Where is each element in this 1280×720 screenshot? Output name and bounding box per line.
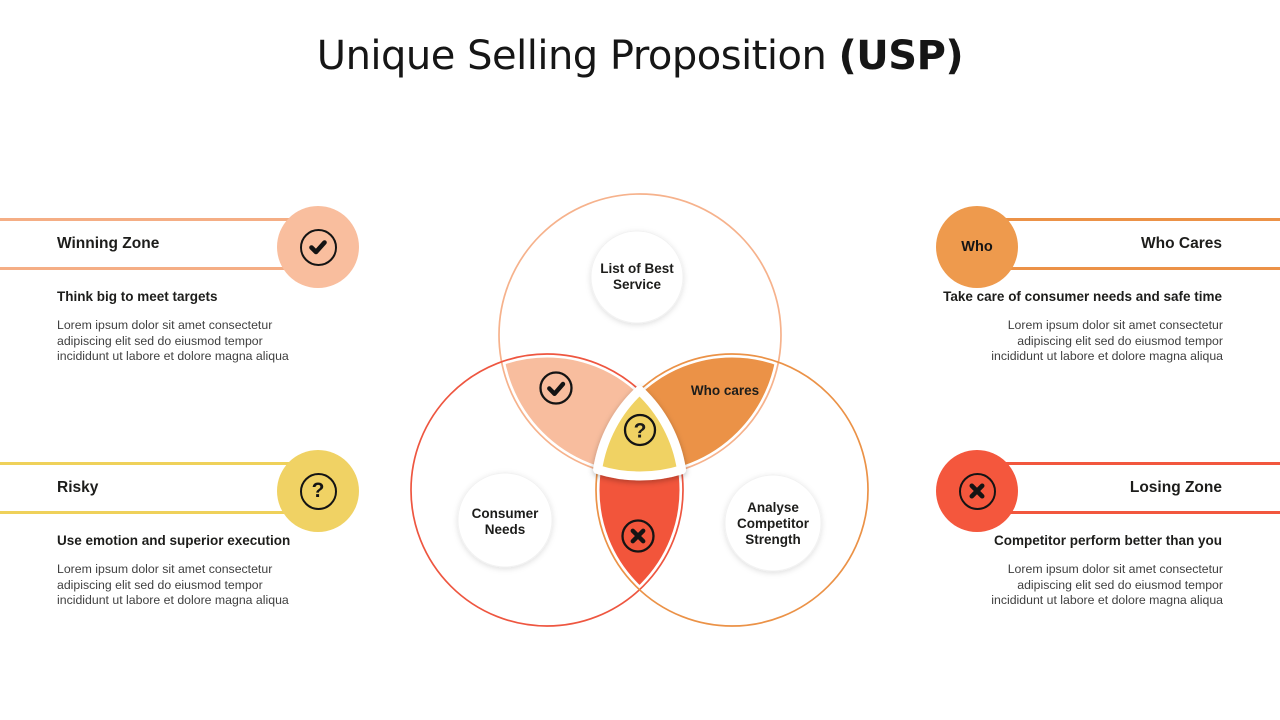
question-icon: ? bbox=[299, 472, 337, 510]
accent-rule-bottom bbox=[975, 267, 1280, 270]
callout-body: Lorem ipsum dolor sit amet consectetur a… bbox=[991, 562, 1223, 609]
body-line: adipiscing elit sed do eiusmod tempor bbox=[57, 333, 263, 348]
cross-icon-glyph bbox=[969, 483, 985, 499]
accent-rule-bottom bbox=[0, 511, 322, 514]
cross-icon bbox=[621, 519, 655, 553]
accent-rule-top bbox=[0, 462, 322, 465]
body-line: adipiscing elit sed do eiusmod tempor bbox=[1017, 333, 1223, 348]
callout-subtitle: Think big to meet targets bbox=[57, 289, 218, 304]
body-line: adipiscing elit sed do eiusmod tempor bbox=[1017, 577, 1223, 592]
callout-title: Risky bbox=[57, 479, 99, 496]
body-line: incididunt ut labore et dolore magna ali… bbox=[991, 593, 1223, 608]
venn-right-circle-outline bbox=[595, 353, 869, 627]
label-circle-right bbox=[724, 474, 822, 572]
check-icon-glyph bbox=[309, 240, 327, 255]
page-title-main: Unique Selling Proposition bbox=[316, 33, 827, 79]
callout-subtitle: Competitor perform better than you bbox=[993, 533, 1222, 548]
question-icon: ? bbox=[623, 413, 657, 447]
venn-top-label-line: Service bbox=[613, 277, 662, 292]
question-icon-glyph: ? bbox=[634, 420, 647, 443]
who-badge-label: Who bbox=[961, 239, 993, 255]
body-line: adipiscing elit sed do eiusmod tempor bbox=[57, 577, 263, 592]
label-circle-left bbox=[457, 472, 553, 568]
callout-subtitle: Use emotion and superior execution bbox=[57, 533, 291, 548]
venn-left-label-line: Needs bbox=[485, 522, 526, 537]
accent-rule-bottom bbox=[975, 511, 1280, 514]
check-icon bbox=[539, 371, 573, 405]
callout-body: Lorem ipsum dolor sit amet consectetur a… bbox=[57, 562, 289, 609]
question-icon-glyph: ? bbox=[311, 478, 325, 502]
body-line: Lorem ipsum dolor sit amet consectetur bbox=[1007, 562, 1223, 576]
body-line: Lorem ipsum dolor sit amet consectetur bbox=[1007, 318, 1223, 332]
check-icon bbox=[299, 228, 337, 266]
callout-body: Lorem ipsum dolor sit amet consectetur a… bbox=[57, 318, 289, 365]
venn-top-label-line: List of Best bbox=[600, 261, 674, 276]
label-circle-top bbox=[590, 230, 684, 324]
venn-right-label-line: Competitor bbox=[737, 516, 810, 531]
accent-rule-bottom bbox=[0, 267, 322, 270]
region-who-cares-label: Who cares bbox=[691, 383, 759, 398]
page-title-suffix: (USP) bbox=[838, 33, 964, 79]
risky-badge: ? bbox=[277, 450, 359, 532]
body-line: Lorem ipsum dolor sit amet consectetur bbox=[57, 318, 273, 332]
callout-subtitle: Take care of consumer needs and safe tim… bbox=[943, 289, 1222, 304]
page-title: Unique Selling Proposition (USP) bbox=[0, 33, 1280, 79]
venn-diagram: List of Best Service Consumer Needs Anal… bbox=[407, 190, 872, 630]
callout-title: Who Cares bbox=[1141, 235, 1222, 252]
venn-left-label-line: Consumer bbox=[472, 506, 540, 521]
body-line: incididunt ut labore et dolore magna ali… bbox=[991, 349, 1223, 364]
callout-title: Losing Zone bbox=[1129, 479, 1222, 496]
body-line: incididunt ut labore et dolore magna ali… bbox=[57, 593, 289, 608]
callout-title: Winning Zone bbox=[57, 235, 160, 252]
accent-rule-top bbox=[975, 218, 1280, 221]
venn-right-label-line: Strength bbox=[745, 532, 801, 547]
body-line: incididunt ut labore et dolore magna ali… bbox=[57, 349, 289, 364]
winning-zone-badge bbox=[277, 206, 359, 288]
venn-right-label-line: Analyse bbox=[747, 500, 799, 515]
body-line: Lorem ipsum dolor sit amet consectetur bbox=[57, 562, 273, 576]
cross-icon bbox=[958, 472, 996, 510]
who-cares-badge: Who bbox=[936, 206, 1018, 288]
region-risky-fill bbox=[593, 385, 686, 481]
venn-left-circle-outline bbox=[410, 353, 684, 627]
accent-rule-top bbox=[0, 218, 322, 221]
callout-body: Lorem ipsum dolor sit amet consectetur a… bbox=[991, 318, 1223, 365]
losing-zone-badge bbox=[936, 450, 1018, 532]
accent-rule-top bbox=[975, 462, 1280, 465]
